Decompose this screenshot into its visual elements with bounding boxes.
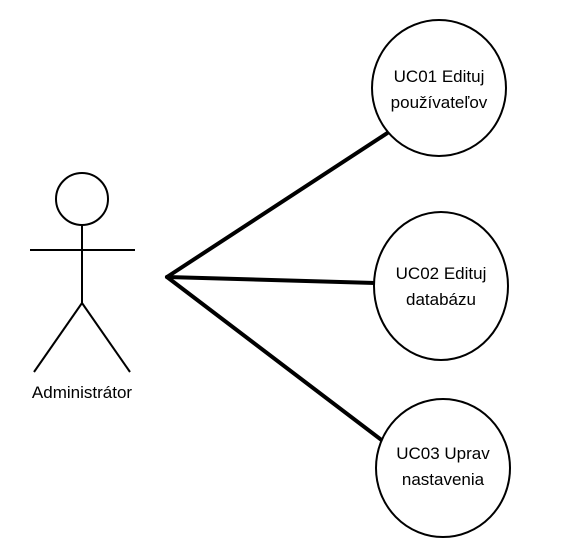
use-case-uc03-line2: nastavenia [402, 470, 485, 489]
use-case-uc02-line2: databázu [406, 290, 476, 309]
association-uc02 [165, 275, 377, 285]
use-case-uc02[interactable]: UC02 Edituj databázu [373, 211, 509, 361]
actor-right-leg [81, 302, 131, 373]
use-case-uc01[interactable]: UC01 Edituj používateľov [371, 19, 507, 157]
use-case-uc01-line2: používateľov [391, 93, 488, 112]
actor-administrator [30, 172, 135, 373]
use-case-uc01-line1: UC01 Edituj [394, 67, 485, 86]
use-case-uc02-ellipse [373, 211, 509, 361]
use-case-uc03-ellipse [375, 398, 511, 538]
associations [165, 128, 394, 450]
use-case-uc01-ellipse [371, 19, 507, 157]
use-case-uc02-line1: UC02 Edituj [396, 264, 487, 283]
actor-label: Administrátor [32, 383, 132, 402]
actor-left-leg [33, 302, 83, 373]
association-uc01 [165, 128, 394, 279]
use-case-uc03-line1: UC03 Uprav [396, 444, 490, 463]
actor-head [55, 172, 109, 226]
use-case-uc03[interactable]: UC03 Uprav nastavenia [375, 398, 511, 538]
association-uc03 [165, 275, 394, 450]
